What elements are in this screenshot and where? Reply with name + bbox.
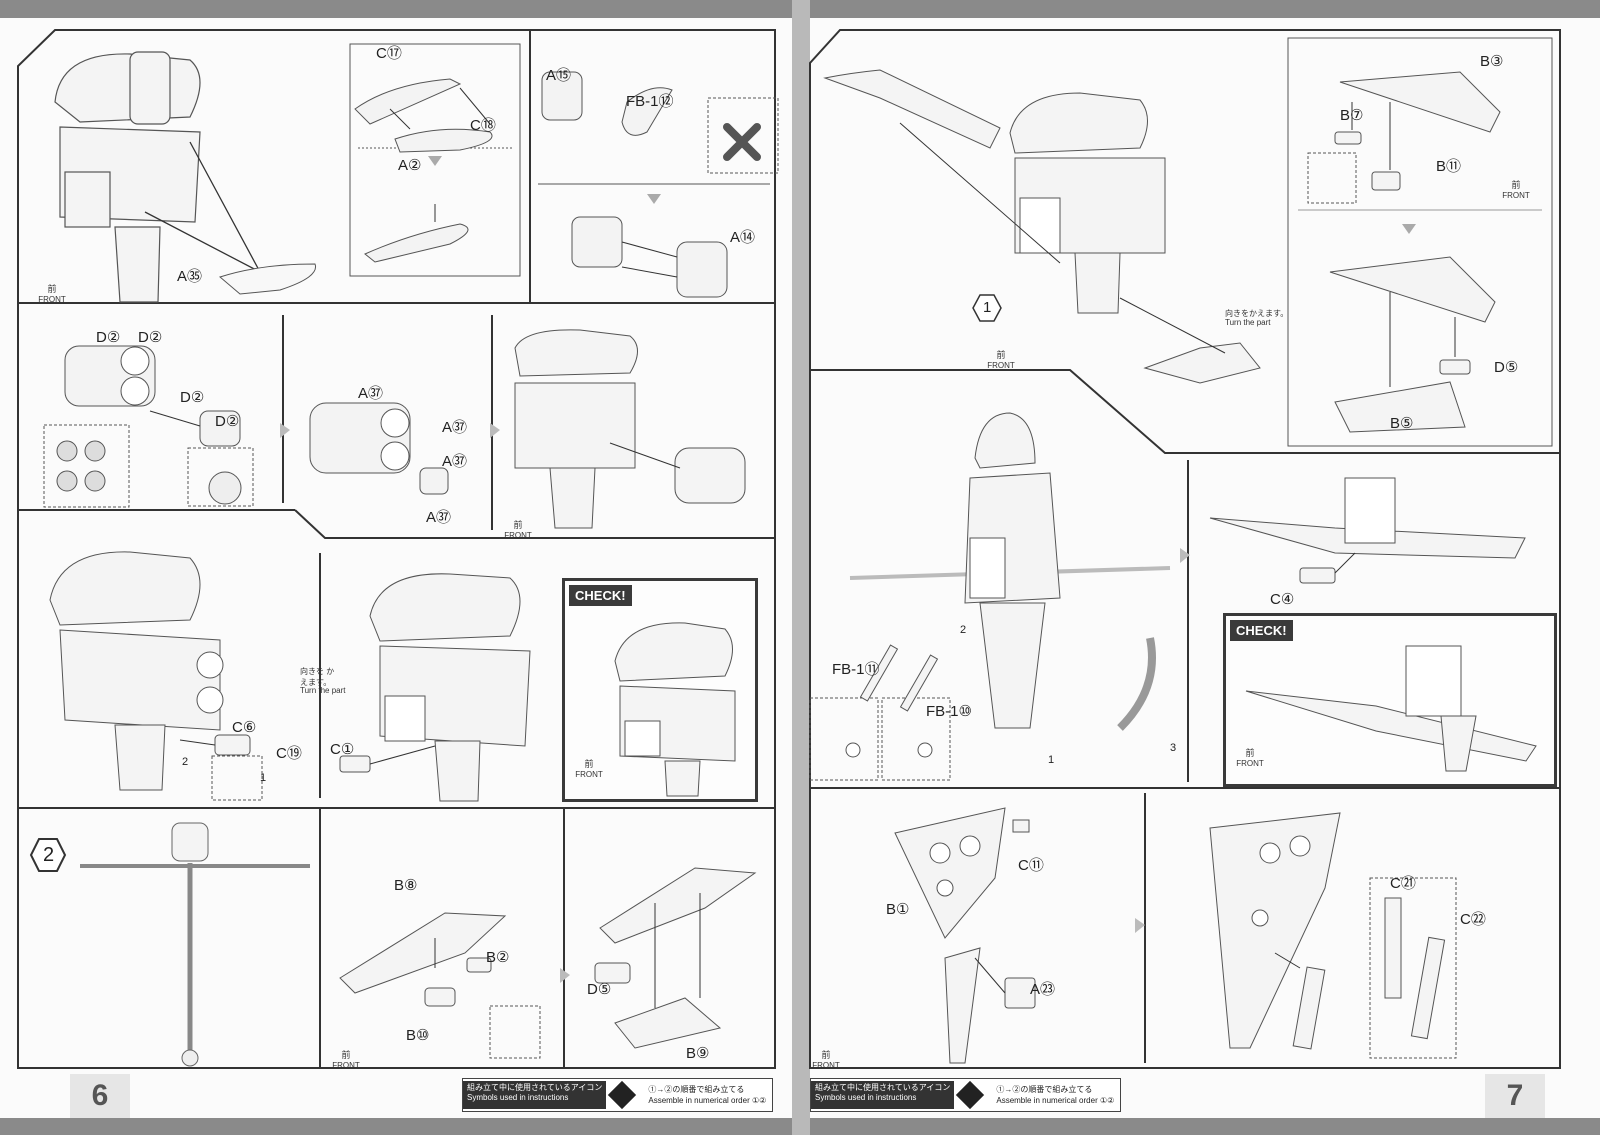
engine-wing-drawing xyxy=(823,69,1261,384)
turn-part-en: Turn the part xyxy=(1225,318,1271,327)
label-d5-right: D⑤ xyxy=(1494,359,1519,376)
label-a37-b: A㊲ xyxy=(442,419,468,436)
turn-part-en: Turn the part xyxy=(300,686,346,695)
order-marker-1: 1 xyxy=(260,772,267,784)
order-marker-3: 3 xyxy=(1170,742,1177,754)
lower-wing-parts-drawing xyxy=(1329,71,1501,433)
label-a15: A⑮ xyxy=(546,67,572,84)
label-b7: B⑦ xyxy=(1340,107,1364,124)
check-badge: CHECK! xyxy=(1230,620,1293,641)
wing-c4-drawing xyxy=(1180,477,1526,584)
body-half-assembly-drawing xyxy=(1135,812,1341,1050)
step-2-number: 2 xyxy=(43,844,55,866)
label-c1: C① xyxy=(330,741,355,758)
label-a23: A㉓ xyxy=(1030,981,1056,998)
label-c22: C㉒ xyxy=(1460,911,1486,928)
step-1-number: 1 xyxy=(983,299,992,316)
label-a35: A㉟ xyxy=(177,268,203,285)
nozzle-cluster-drawing xyxy=(56,345,242,505)
check-wing-drawing xyxy=(1245,645,1537,772)
label-b9: B⑨ xyxy=(686,1045,710,1062)
label-c19: C⑲ xyxy=(276,745,302,762)
label-c17: C⑰ xyxy=(376,45,402,62)
thruster-parts-drawing xyxy=(541,71,761,298)
wing-plate-drawing xyxy=(339,912,507,1007)
order-marker-2: 2 xyxy=(182,756,189,768)
engine-nacelle-drawing xyxy=(54,51,317,303)
order-icon xyxy=(956,1080,985,1110)
label-a37-d: A㊲ xyxy=(426,509,452,526)
order-marker-2: 2 xyxy=(960,624,967,636)
label-c18: C⑱ xyxy=(470,117,496,134)
nacelle-side-drawing xyxy=(49,551,251,791)
side-panels-drawing xyxy=(1384,897,1446,1040)
label-c11: C⑪ xyxy=(1018,857,1044,874)
turn-part-jp: 向きをかえます。 xyxy=(1225,309,1289,318)
label-b10: B⑩ xyxy=(406,1027,430,1044)
nacelle-assembled-drawing xyxy=(339,573,531,802)
wing-cross-drawing xyxy=(80,822,310,1067)
label-c4: C④ xyxy=(1270,591,1295,608)
body-half-drawing xyxy=(894,807,1036,1064)
left-page-frame xyxy=(17,29,779,1069)
page-number-right: 7 xyxy=(1485,1074,1545,1118)
order-icon xyxy=(608,1080,637,1110)
label-b3: B③ xyxy=(1480,53,1504,70)
label-a2: A② xyxy=(398,157,422,174)
nacelle-nozzle-drawing xyxy=(490,329,746,529)
label-c6: C⑥ xyxy=(232,719,257,736)
label-fb1-11: FB-1⑪ xyxy=(832,661,880,678)
tank-parts-drawing xyxy=(354,78,493,263)
label-b11: B⑪ xyxy=(1436,158,1462,175)
check-nacelle-drawing xyxy=(614,622,736,797)
label-d2-d: D② xyxy=(215,413,240,430)
label-a14: A⑭ xyxy=(730,229,756,246)
nozzle-assembly-drawing xyxy=(280,402,449,495)
wing-plate-assembly-drawing xyxy=(560,867,757,1049)
label-d2-a: D② xyxy=(96,329,121,346)
turn-part-jp: 向きを かえます。 xyxy=(300,667,335,687)
right-page-frame xyxy=(809,29,1561,1069)
label-b8: B⑧ xyxy=(394,877,418,894)
label-d5: D⑤ xyxy=(587,981,612,998)
label-d2-c: D② xyxy=(180,389,205,406)
label-b5: B⑤ xyxy=(1390,415,1414,432)
page-number-left: 6 xyxy=(70,1074,130,1118)
label-fb1-12: FB-1⑫ xyxy=(626,93,674,110)
label-a37-a: A㊲ xyxy=(358,385,384,402)
label-b1: B① xyxy=(886,901,910,918)
label-d2-b: D② xyxy=(138,329,163,346)
label-fb1-10: FB-1⑩ xyxy=(926,703,972,720)
label-a37-c: A㊲ xyxy=(442,453,468,470)
body-assembly-drawing xyxy=(845,412,1171,758)
label-c21: C㉑ xyxy=(1390,875,1416,892)
order-marker-1: 1 xyxy=(1048,754,1055,766)
label-b2: B② xyxy=(486,949,510,966)
page-gutter xyxy=(792,0,810,1135)
check-badge: CHECK! xyxy=(569,585,632,606)
step-2-hexagon xyxy=(29,838,67,872)
step-1-hexagon xyxy=(972,294,1002,322)
